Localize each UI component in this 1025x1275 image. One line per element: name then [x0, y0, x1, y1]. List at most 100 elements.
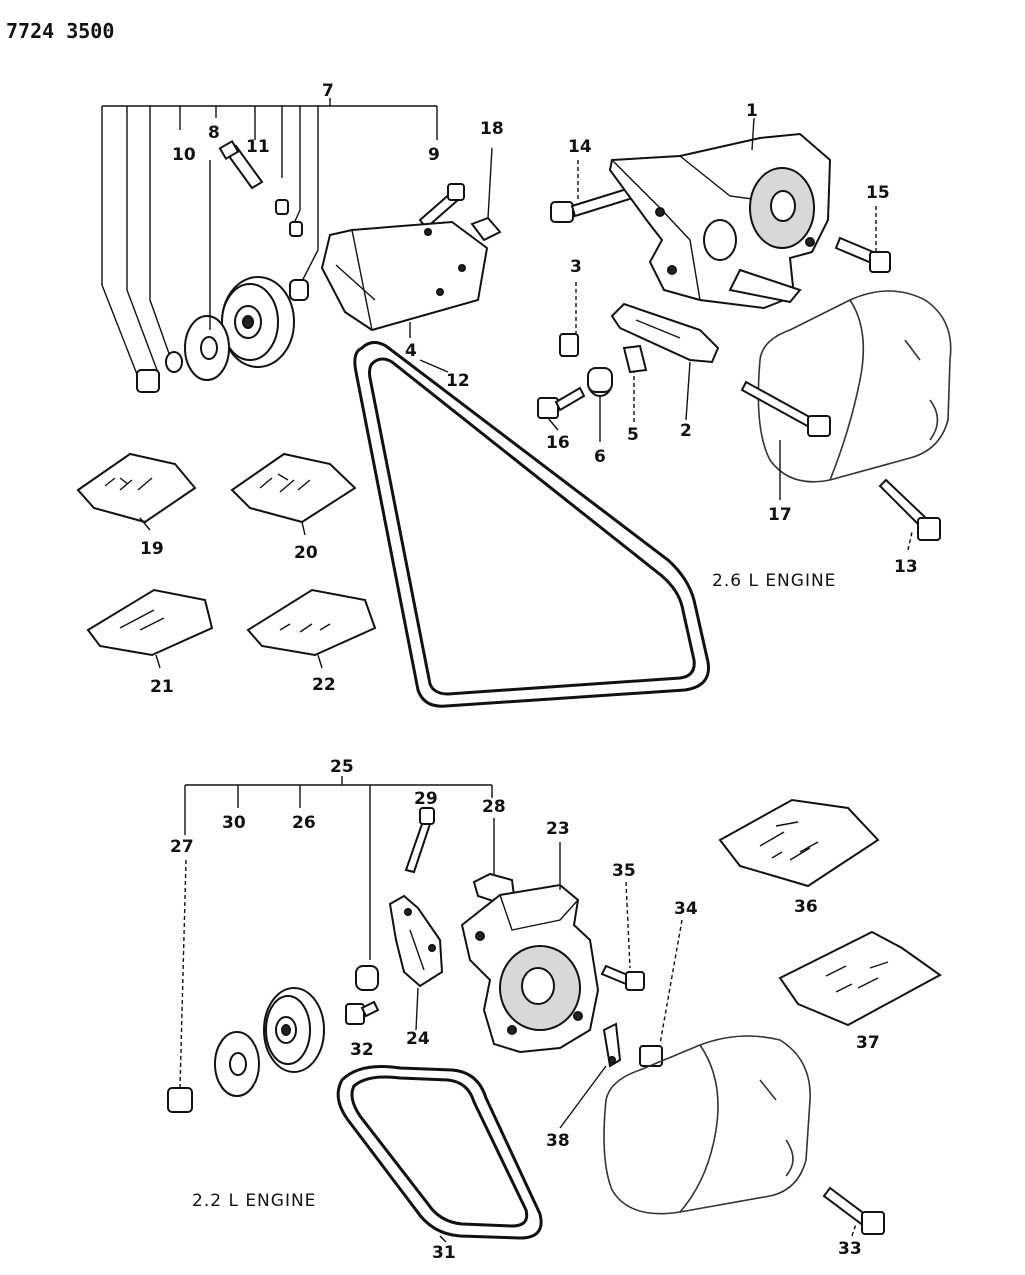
leader-22: [317, 654, 323, 669]
callout-32: 32: [350, 1040, 374, 1060]
tensioner-bracket-4: [320, 220, 489, 332]
engine-22-group: 25 30 26 27 29 28 23 35 34 36 37 24 32 3…: [167, 757, 942, 1263]
parts-packet-19: [76, 452, 197, 524]
parts-packet-20: [230, 452, 357, 524]
leader-33: [851, 1223, 857, 1237]
spacer: [289, 279, 309, 301]
callout-28: 28: [482, 797, 506, 817]
callout-13: 13: [894, 557, 918, 577]
bolt-14: [550, 186, 635, 223]
bolt-9: [418, 183, 465, 230]
callout-18: 18: [480, 119, 504, 139]
bolt-8: [218, 139, 264, 190]
adjusting-arm-2: [610, 302, 720, 364]
bolt-29: [404, 807, 435, 874]
callout-7-bracket: [101, 98, 438, 383]
idler-pulley-small: [184, 315, 230, 381]
callout-4: 4: [405, 341, 417, 361]
leader-12: [419, 359, 449, 373]
callout-14: 14: [568, 137, 592, 157]
callout-24: 24: [406, 1029, 430, 1049]
leader-24: [415, 987, 419, 1031]
callout-36: 36: [794, 897, 818, 917]
callout-37: 37: [856, 1033, 880, 1053]
callout-11: 11: [246, 137, 270, 157]
parts-packet-22: [246, 588, 377, 657]
callout-8: 8: [208, 123, 220, 143]
clip-5: [622, 344, 648, 374]
bracket-28: [472, 818, 516, 904]
spacer-lower: [355, 965, 379, 991]
leader-13: [907, 531, 913, 551]
caption-engine-22: 2.2 L ENGINE: [192, 1191, 316, 1211]
idler-bracket-24: [388, 894, 444, 988]
bracket-38: [602, 1022, 622, 1068]
leader-2: [685, 361, 691, 421]
callout-20: 20: [294, 543, 318, 563]
bolt-15: [834, 236, 891, 273]
callout-9: 9: [428, 145, 440, 165]
callout-30: 30: [222, 813, 246, 833]
bolt-35: [600, 964, 645, 991]
callout-34: 34: [674, 899, 698, 919]
callout-10: 10: [172, 145, 196, 165]
callout-25-bracket: [184, 776, 493, 960]
leader-34: [659, 919, 683, 1045]
washer-11-a: [275, 199, 289, 215]
leader-38: [559, 1065, 607, 1129]
callout-6: 6: [594, 447, 606, 467]
idler-pulley-26: [263, 987, 325, 1073]
leader-35: [625, 881, 631, 969]
spacer-6: [587, 367, 613, 397]
callout-27: 27: [170, 837, 194, 857]
callout-19: 19: [140, 539, 164, 559]
callout-35: 35: [612, 861, 636, 881]
callout-16: 16: [546, 433, 570, 453]
idler-pulley-large: [221, 276, 295, 368]
callout-22: 22: [312, 675, 336, 695]
parts-packet-36: [718, 798, 880, 888]
callout-12: 12: [446, 371, 470, 391]
caption-engine-26: 2.6 L ENGINE: [712, 571, 836, 591]
pulley-bolt: [136, 369, 160, 393]
callout-21: 21: [150, 677, 174, 697]
bolt-17: [740, 380, 831, 437]
callout-15: 15: [866, 183, 890, 203]
leader-27: [179, 859, 187, 1089]
leader-1: [751, 117, 755, 151]
bolt-32: [345, 1000, 380, 1025]
callout-29: 29: [414, 789, 438, 809]
leader-21: [155, 654, 161, 669]
mounting-bracket-23: [460, 883, 600, 1054]
washer-11-b: [289, 221, 303, 237]
leader-20: [301, 521, 306, 536]
mounting-bracket-1: [608, 132, 832, 310]
washer-small: [165, 351, 183, 373]
callout-1: 1: [746, 101, 758, 121]
diagram-code: 7724 3500: [6, 19, 114, 43]
bolt-13: [878, 478, 941, 541]
callout-2: 2: [680, 421, 692, 441]
callout-23: 23: [546, 819, 570, 839]
bolt-16: [537, 386, 586, 419]
bolt-27: [167, 1087, 193, 1113]
callout-7: 7: [322, 81, 334, 101]
drive-belt-31: [336, 1065, 543, 1240]
leader-31: [439, 1235, 447, 1243]
callout-25: 25: [330, 757, 354, 777]
callout-26: 26: [292, 813, 316, 833]
bolt-3: [559, 333, 579, 357]
leader-19: [139, 517, 151, 531]
callout-3: 3: [570, 257, 582, 277]
drive-belt-12: [353, 341, 711, 708]
compressor-ghost-lower: [603, 1035, 811, 1215]
callout-33: 33: [838, 1239, 862, 1259]
callout-17: 17: [768, 505, 792, 525]
parts-packet-37: [778, 930, 942, 1027]
callout-5: 5: [627, 425, 639, 445]
compressor-ghost-upper: [757, 290, 952, 483]
engine-26-group: 7 8 10 11 9 18 14 1 15 3 4 12 2 5 6 16 1…: [76, 81, 952, 708]
callout-38: 38: [546, 1131, 570, 1151]
callout-31: 31: [432, 1243, 456, 1263]
